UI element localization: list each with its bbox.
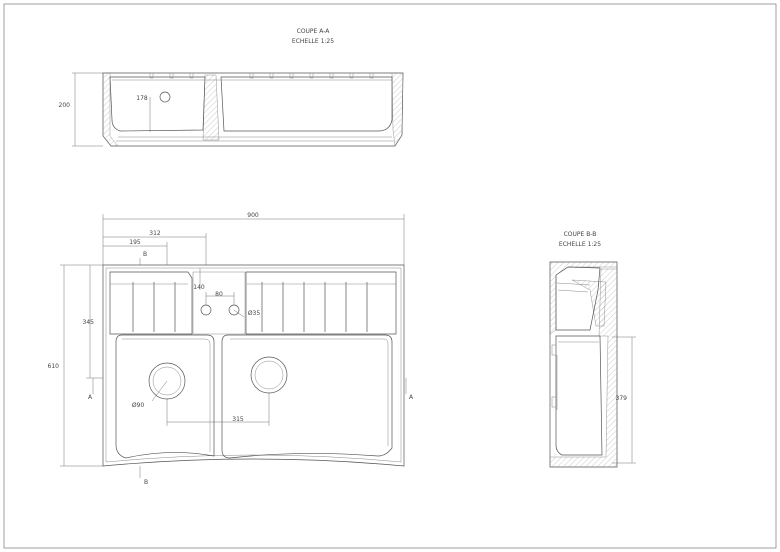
drain-right bbox=[250, 356, 288, 394]
marker-a-left: A bbox=[88, 394, 93, 401]
marker-b-top: B bbox=[143, 251, 147, 258]
marker-b-bottom: B bbox=[144, 479, 148, 486]
basin-left bbox=[115, 334, 215, 459]
section-aa-hole bbox=[159, 91, 171, 103]
dim-379: 379 bbox=[616, 395, 628, 402]
marker-a-right: A bbox=[409, 394, 414, 401]
section-aa-view: COUPE A-A ECHELLE 1:25 200 178 bbox=[59, 28, 404, 147]
section-bb-title: COUPE B-B bbox=[564, 231, 597, 238]
dim-overall-width: 900 bbox=[247, 212, 259, 219]
dim-312: 312 bbox=[149, 230, 161, 237]
tap-hole-left bbox=[200, 304, 212, 316]
dim-195: 195 bbox=[129, 239, 141, 246]
drawing-frame bbox=[3, 3, 777, 549]
dim-drain-spacing: 315 bbox=[232, 416, 244, 423]
dim-140: 140 bbox=[193, 284, 205, 291]
section-bb-view: COUPE B-B ECHELLE 1:25 379 bbox=[549, 231, 636, 468]
drainer-grooves bbox=[132, 282, 368, 332]
plan-view: 900 312 195 B 140 80 Ø35 bbox=[48, 212, 414, 486]
dim-610: 610 bbox=[48, 363, 60, 370]
section-aa-title: COUPE A-A bbox=[297, 28, 331, 35]
dim-tap-dia: Ø35 bbox=[248, 310, 261, 317]
section-bb-scale: ECHELLE 1:25 bbox=[559, 241, 601, 248]
dim-top-height: 200 bbox=[59, 102, 71, 109]
section-aa-rack-slots bbox=[149, 72, 374, 79]
dim-345: 345 bbox=[83, 319, 95, 326]
dim-top-hole: 178 bbox=[136, 95, 148, 102]
basin-right bbox=[221, 334, 393, 459]
dim-80: 80 bbox=[215, 291, 223, 298]
dim-drain-dia: Ø90 bbox=[132, 402, 145, 409]
section-aa-scale: ECHELLE 1:25 bbox=[292, 38, 334, 45]
